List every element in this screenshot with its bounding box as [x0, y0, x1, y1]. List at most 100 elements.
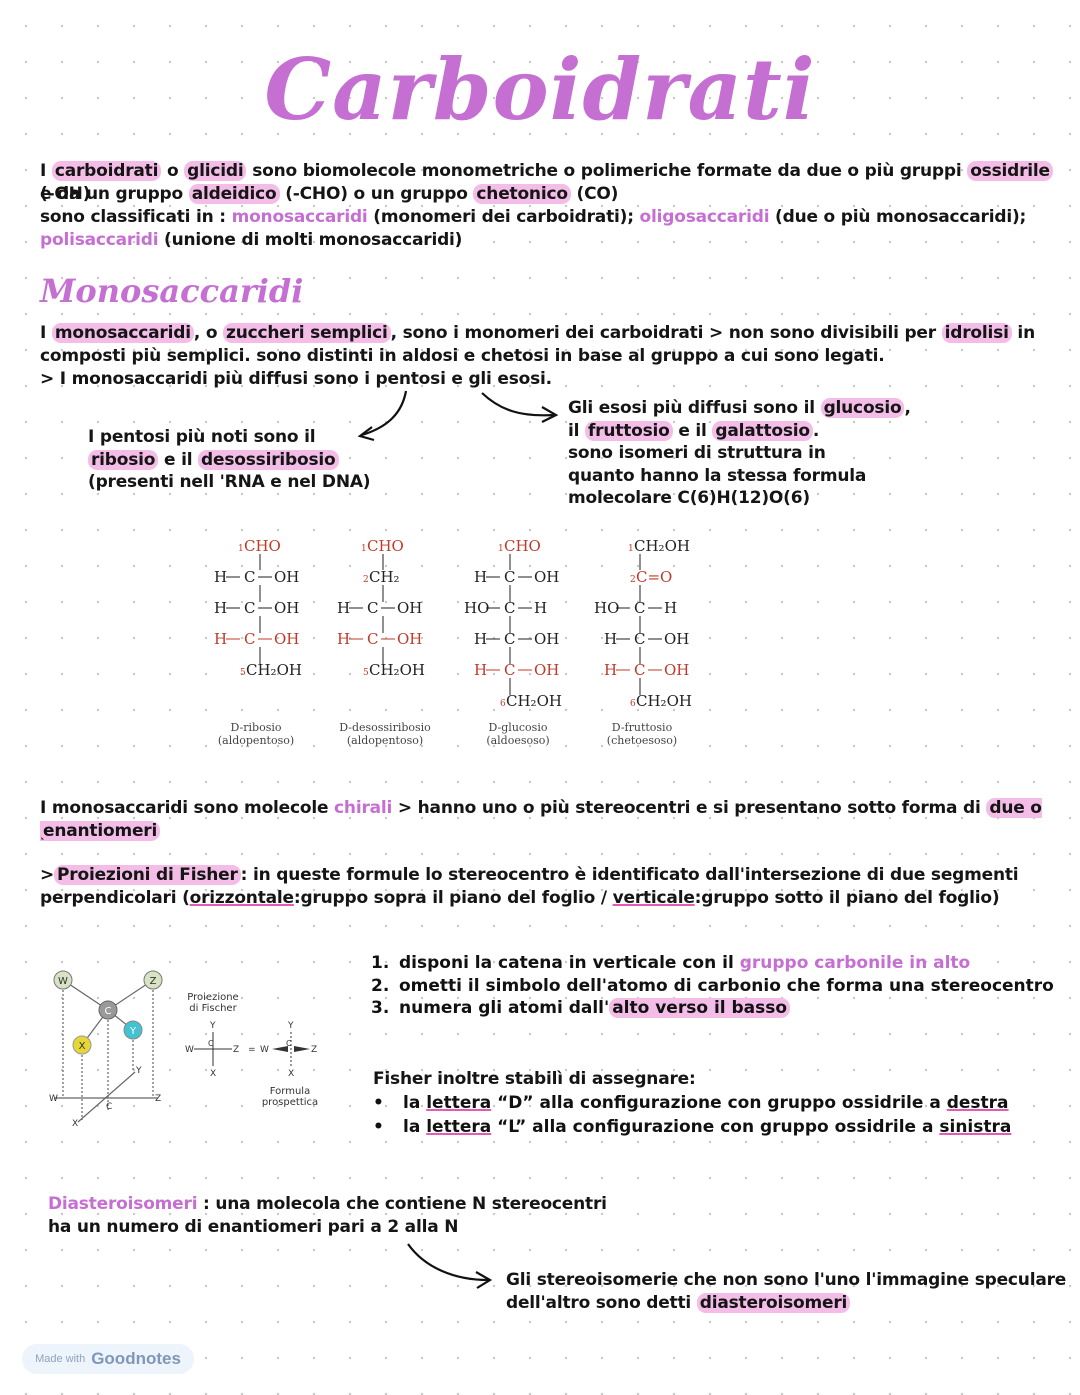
y-atom — [123, 1020, 143, 1040]
intro-line-2: e da un gruppo aldeidico (-CHO) o un gru… — [40, 184, 619, 204]
svg-text:X: X — [288, 1069, 294, 1079]
svg-text:H: H — [337, 599, 350, 617]
svg-text:=: = — [248, 1045, 256, 1055]
svg-text:1: 1 — [628, 544, 634, 554]
structure-name: D-desossiribosio — [339, 721, 431, 734]
arrow-icon — [407, 1243, 493, 1289]
svg-text:OH: OH — [534, 568, 559, 586]
svg-text:Y: Y — [209, 1021, 216, 1031]
svg-text:C: C — [105, 1006, 112, 1017]
svg-text:OH: OH — [397, 599, 422, 617]
chirali-line-2: enantiomeri — [40, 820, 161, 843]
assign-item: •la lettera “D” alla configurazione con … — [373, 1093, 1009, 1113]
svg-text:CH₂OH: CH₂OH — [636, 692, 692, 710]
svg-text:6: 6 — [630, 699, 636, 709]
structure-type: (aldopentoso) — [347, 734, 423, 747]
svg-text:HO: HO — [464, 599, 489, 617]
assign-intro: Fisher inoltre stabilì di assegnare: — [373, 1069, 696, 1089]
svg-text:C: C — [244, 568, 255, 586]
svg-text:W: W — [49, 1094, 58, 1104]
svg-text:Z: Z — [155, 1094, 161, 1104]
svg-text:OH: OH — [534, 630, 559, 648]
svg-text:C: C — [634, 661, 645, 679]
svg-text:OH: OH — [274, 630, 299, 648]
svg-text:H: H — [604, 630, 617, 648]
structure-type: (aldoesoso) — [486, 734, 549, 747]
structure-name: D-ribosio — [231, 721, 282, 734]
svg-text:X: X — [210, 1069, 216, 1079]
svg-text:C: C — [106, 1102, 112, 1112]
fisher-steps: 1.disponi la catena in verticale con il … — [371, 952, 1054, 1020]
svg-text:Z: Z — [233, 1045, 239, 1055]
diastereo-note-1: Gli stereoisomerie che non sono l'uno l'… — [506, 1270, 1067, 1290]
svg-text:X: X — [72, 1119, 78, 1129]
svg-text:OH: OH — [397, 630, 422, 648]
goodnotes-badge: Made with Goodnotes — [22, 1344, 194, 1374]
svg-text:6: 6 — [500, 699, 506, 709]
fisher-line-2: perpendicolari (orizzontale:gruppo sopra… — [40, 888, 1000, 908]
mono-line-3: > I monosaccaridi più diffusi sono i pen… — [40, 369, 552, 389]
arrow-icon-group — [357, 390, 559, 442]
svg-text:CH₂OH: CH₂OH — [246, 661, 302, 679]
svg-text:C: C — [286, 1039, 292, 1048]
step-item: 2.ometti il simbolo dell'atomo di carbon… — [371, 975, 1054, 996]
structure-name: D-fruttosio — [612, 721, 673, 734]
svg-text:X: X — [79, 1041, 86, 1052]
svg-text:H: H — [337, 630, 350, 648]
pentosi-note: I pentosi più noti sono il ribosio e il … — [88, 427, 371, 492]
assign-item: •la lettera “L” alla configurazione con … — [373, 1117, 1012, 1137]
fisher-line-1: >Proiezioni di Fisher: in queste formule… — [40, 865, 1019, 885]
x-atom — [72, 1035, 92, 1055]
svg-text:H: H — [664, 599, 677, 617]
section-heading-monosaccaridi: Monosaccaridi — [40, 272, 304, 310]
svg-text:Y: Y — [129, 1026, 137, 1037]
svg-text:H: H — [214, 599, 227, 617]
arrow-icon — [361, 390, 408, 437]
svg-text:OH: OH — [664, 630, 689, 648]
w-atom — [53, 970, 73, 990]
arrow-icon — [481, 392, 555, 417]
mono-line-1: I monosaccaridi, o zuccheri semplici, so… — [40, 323, 1035, 343]
svg-text:C=O: C=O — [636, 568, 672, 586]
svg-text:1: 1 — [361, 544, 367, 554]
intro-line-3: sono classificati in : monosaccaridi (mo… — [40, 207, 1027, 227]
svg-text:CH₂OH: CH₂OH — [634, 537, 690, 555]
svg-text:C: C — [367, 599, 378, 617]
svg-text:di Fischer: di Fischer — [189, 1003, 237, 1014]
svg-text:Z: Z — [311, 1045, 317, 1055]
diastereo-line-2: ha un numero di enantiomeri pari a 2 all… — [48, 1217, 459, 1237]
svg-text:H: H — [604, 661, 617, 679]
z-atom — [143, 970, 163, 990]
svg-text:CHO: CHO — [244, 537, 281, 555]
c-atom — [98, 1000, 118, 1020]
svg-text:Y: Y — [287, 1021, 294, 1031]
esosi-note: Gli esosi più diffusi sono il glucosio, … — [568, 398, 911, 508]
svg-text:CH₂: CH₂ — [369, 568, 400, 586]
intro-line-4: polisaccaridi (unione di molti monosacca… — [40, 230, 463, 250]
intro-line-1: I carboidrati o glicidi sono biomolecole… — [40, 160, 1060, 205]
structure-name: D-glucosio — [489, 721, 548, 734]
svg-text:C: C — [504, 661, 515, 679]
svg-text:OH: OH — [664, 661, 689, 679]
svg-text:H: H — [214, 630, 227, 648]
svg-text:CH₂OH: CH₂OH — [369, 661, 425, 679]
svg-text:2: 2 — [630, 575, 636, 585]
svg-text:CHO: CHO — [504, 537, 541, 555]
step-item: 3.numera gli atomi dall'alto verso il ba… — [371, 997, 1054, 1020]
svg-text:Formula: Formula — [270, 1086, 310, 1097]
svg-text:HO: HO — [594, 599, 619, 617]
svg-text:1: 1 — [498, 544, 504, 554]
diastereo-note-2: dell'altro sono detti diasteroisomeri — [506, 1292, 851, 1315]
diastereo-line-1: Diasteroisomeri : una molecola che conti… — [48, 1194, 607, 1214]
svg-text:W: W — [58, 976, 68, 987]
svg-text:5: 5 — [240, 668, 246, 678]
svg-text:Y: Y — [135, 1066, 142, 1076]
svg-text:C: C — [634, 630, 645, 648]
svg-text:5: 5 — [363, 668, 369, 678]
svg-text:OH: OH — [274, 599, 299, 617]
